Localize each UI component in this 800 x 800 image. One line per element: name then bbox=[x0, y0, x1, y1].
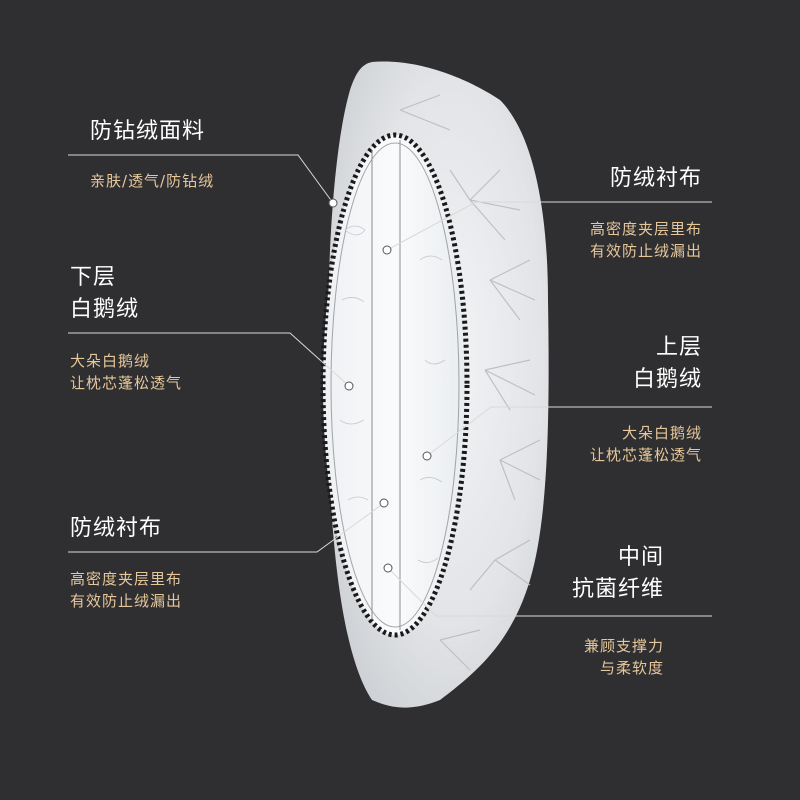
outer-fabric-desc: 亲肤/透气/防钻绒 bbox=[90, 172, 215, 190]
lining-left-title: 防绒衬布 bbox=[70, 516, 163, 541]
lining-right-desc-line1: 高密度夹层里布 bbox=[589, 220, 702, 238]
lining-left-desc-line1: 高密度夹层里布 bbox=[70, 570, 183, 588]
lining-right-title: 防绒衬布 bbox=[609, 166, 702, 191]
upper-down-desc-line1: 大朵白鹅绒 bbox=[621, 424, 702, 442]
lining-right-desc-line2: 有效防止绒漏出 bbox=[589, 242, 702, 260]
callout-middle-fiber-desc: 兼顾支撑力 与柔软度 bbox=[584, 635, 664, 679]
outer-fabric-title: 防钻绒面料 bbox=[90, 119, 206, 144]
callout-middle-fiber: 中间 抗菌纤维 bbox=[572, 542, 664, 606]
middle-fiber-desc-line2: 与柔软度 bbox=[599, 659, 664, 677]
callout-outer-fabric: 防钻绒面料 bbox=[90, 116, 205, 148]
lower-down-desc-line1: 大朵白鹅绒 bbox=[70, 352, 151, 370]
lower-down-title-line1: 下层 bbox=[70, 265, 117, 290]
callout-lower-down-desc: 大朵白鹅绒 让枕芯蓬松透气 bbox=[70, 350, 182, 394]
lower-down-desc-line2: 让枕芯蓬松透气 bbox=[70, 374, 183, 392]
lower-down-title-line2: 白鹅绒 bbox=[70, 297, 140, 322]
callout-outer-fabric-desc: 亲肤/透气/防钻绒 bbox=[90, 170, 214, 192]
leader-lines bbox=[68, 154, 712, 617]
down-texture bbox=[339, 225, 446, 563]
callout-points bbox=[328, 198, 432, 573]
callout-lining-left: 防绒衬布 bbox=[70, 513, 162, 545]
callout-lower-down: 下层 白鹅绒 bbox=[70, 262, 139, 326]
callout-lining-right-desc: 高密度夹层里布 有效防止绒漏出 bbox=[590, 218, 702, 262]
cross-section-inner bbox=[330, 142, 460, 628]
cross-section-outline bbox=[320, 132, 470, 638]
lining-left-desc-line2: 有效防止绒漏出 bbox=[70, 592, 183, 610]
callout-lining-left-desc: 高密度夹层里布 有效防止绒漏出 bbox=[70, 568, 182, 612]
callout-lining-right: 防绒衬布 bbox=[610, 163, 702, 195]
callout-upper-down: 上层 白鹅绒 bbox=[633, 332, 702, 396]
upper-down-desc-line2: 让枕芯蓬松透气 bbox=[589, 446, 702, 464]
middle-fiber-title-line2: 抗菌纤维 bbox=[571, 577, 664, 602]
callout-upper-down-desc: 大朵白鹅绒 让枕芯蓬松透气 bbox=[590, 422, 702, 466]
upper-down-title-line1: 上层 bbox=[655, 335, 702, 360]
upper-down-title-line2: 白鹅绒 bbox=[632, 367, 702, 392]
pillow-tuft-seams bbox=[399, 94, 541, 671]
middle-fiber-title-line1: 中间 bbox=[617, 545, 664, 570]
middle-fiber-desc-line1: 兼顾支撑力 bbox=[583, 637, 664, 655]
